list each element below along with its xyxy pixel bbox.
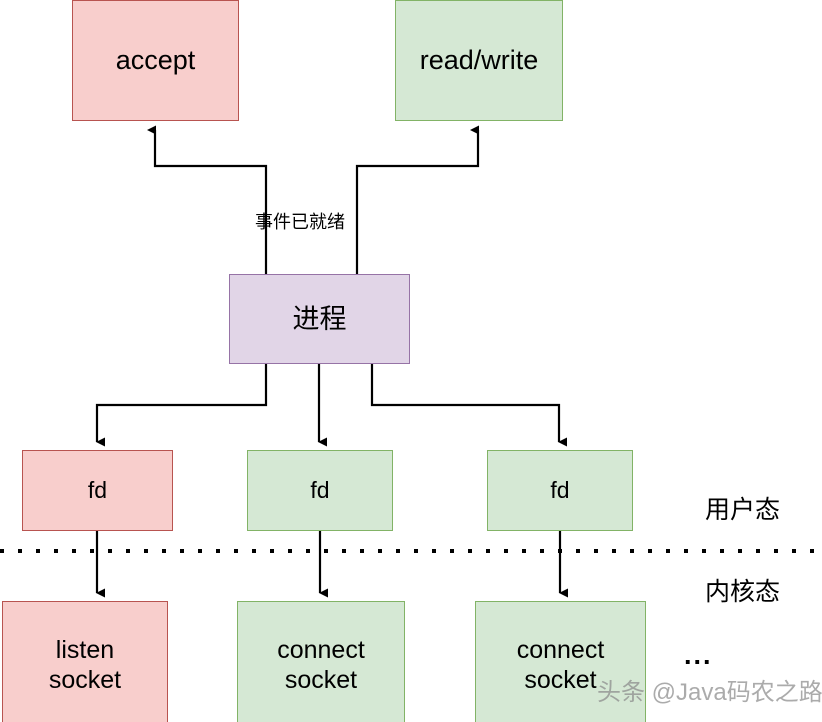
label-user-mode: 用户态	[705, 496, 781, 524]
node-connect-socket-2[interactable]: connect socket	[237, 601, 405, 722]
edge-process-to-readwrite	[355, 125, 480, 274]
node-connect-socket-3[interactable]: connect socket	[475, 601, 646, 722]
edge-process-to-fd3	[370, 364, 567, 447]
node-listen-socket[interactable]: listen socket	[2, 601, 168, 722]
node-fd-2[interactable]: fd	[247, 450, 393, 531]
node-accept[interactable]: accept	[72, 0, 239, 121]
edge-process-to-accept	[147, 125, 268, 274]
label-kernel-mode: 内核态	[705, 578, 781, 606]
node-read-write[interactable]: read/write	[395, 0, 563, 121]
edge-label-event-ready: 事件已就绪	[255, 212, 345, 232]
node-process[interactable]: 进程	[229, 274, 410, 364]
label-ellipsis-more-sockets: ...	[684, 640, 713, 670]
node-fd-1[interactable]: fd	[22, 450, 173, 531]
edge-process-to-fd1	[95, 364, 268, 447]
watermark: 头条 @Java码农之路	[597, 679, 822, 706]
node-fd-3[interactable]: fd	[487, 450, 633, 531]
